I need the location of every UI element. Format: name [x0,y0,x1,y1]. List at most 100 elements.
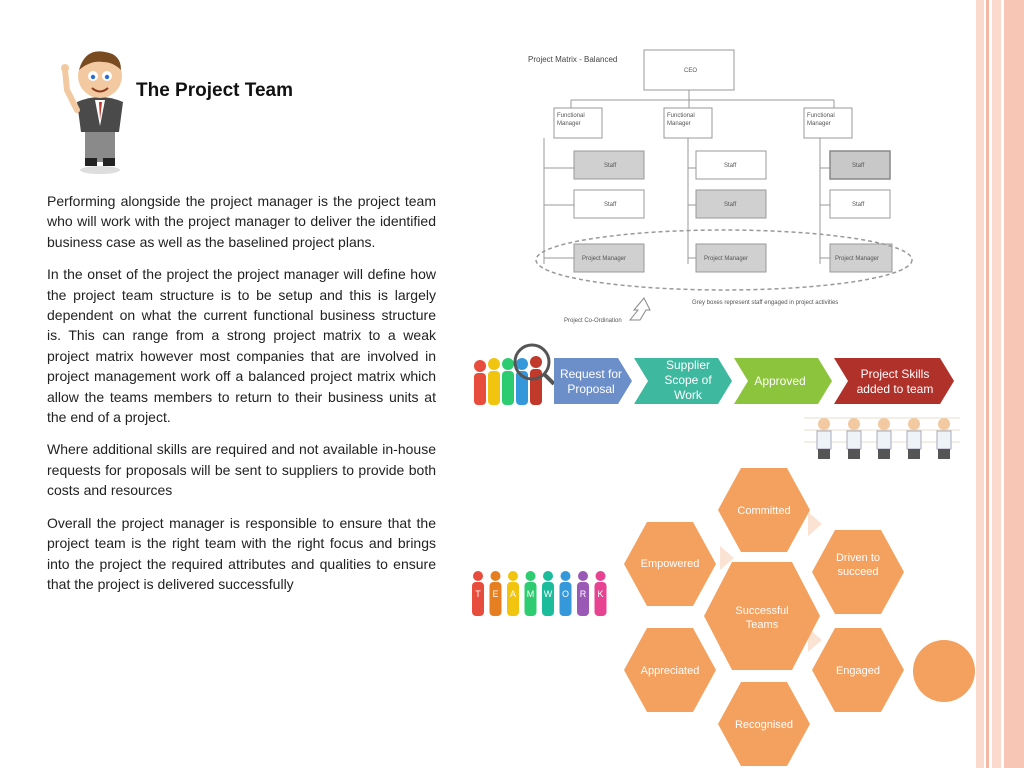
hex-recognised-label: Recognised [735,719,793,731]
staff-2-1-label: Staff [724,163,737,169]
hex-driven-label-2: succeed [838,566,879,578]
staff-box-2-1 [695,150,767,180]
teamwork-letter: W [544,589,553,599]
process-supplier-line-2: Scope of [664,373,712,387]
teamwork-person-head [490,571,501,581]
pm-box-1 [573,243,645,273]
paragraph-2: In the onset of the project the project … [47,266,436,426]
process-step-approved [734,358,832,404]
hex-driven-label-1: Driven to [836,552,880,564]
teamwork-letter: K [597,589,603,599]
border-stripe-1 [976,0,984,768]
process-supplier-line-1: Supplier [666,358,710,372]
process-step-skills [834,358,954,404]
staff-2-2-label: Staff [724,202,737,208]
ceo-label: CEO [684,68,697,74]
hex-appreciated-label: Appreciated [641,665,700,677]
paragraph-1: Performing alongside the project manager… [47,193,436,250]
fm3-line1: Functional [807,113,835,119]
teamwork-person-body [472,582,484,616]
pm-box-2 [695,243,767,273]
process-flow: Request for Proposal Supplier Scope of W… [554,358,954,404]
pm-2-label: Project Manager [704,256,748,262]
process-supplier-line-3: Work [674,388,703,402]
hexagon-engaged [812,628,904,712]
staff-3-1-label: Staff [852,163,865,169]
teamwork-letter: A [510,589,516,599]
staff-box-3-2 [829,189,891,219]
teamwork-person-body [542,582,554,616]
process-request-line-2: Proposal [567,382,614,396]
org-chart-title: Project Matrix - Balanced [528,55,617,64]
teamwork-person-body [524,582,537,616]
hexagon-successful-teams [704,562,820,670]
border-stripe-3 [992,0,1001,768]
process-request-line-1: Request for [560,367,622,381]
teamwork-letter: M [527,589,535,599]
fm1-line2: Manager [557,121,581,127]
pm-1-label: Project Manager [582,256,626,262]
process-step-supplier [634,358,732,404]
border-stripe-4 [1004,0,1024,768]
functional-manager-box-3 [803,107,853,139]
body-text: Performing alongside the project manager… [47,191,436,606]
fm1-line1: Functional [557,113,585,119]
page-title: The Project Team [136,80,293,101]
teamwork-person-body [559,582,572,616]
hexagon-appreciated [624,628,716,712]
teamwork-person-body [489,582,502,616]
hexagon-driven [812,530,904,614]
teamwork-letter: R [580,589,587,599]
process-approved-label: Approved [754,374,805,388]
teamwork-person-head [525,571,536,581]
hexagon-committed [718,468,810,552]
teamwork-person-head [543,571,553,581]
hexagon-recognised [718,682,810,766]
staff-box-3-1 [829,150,891,180]
staff-box-1-2 [573,189,645,219]
project-matrix-diagram: Project Matrix - Balanced CEO Functional… [528,49,913,324]
staff-box-2-2 [695,189,767,219]
staff-1-1-label: Staff [604,163,617,169]
process-skills-line-1: Project Skills [861,367,930,381]
teamwork-person-body [577,582,589,616]
cartoon-manager-icon [61,51,123,174]
teamwork-person-head [508,571,518,581]
teamwork-person-body [507,582,519,616]
team-search-icon [474,343,556,405]
coordination-ellipse [535,229,913,291]
hexagon-empowered [624,522,716,606]
team-members-icon [804,417,960,459]
border-stripe-2 [986,0,989,768]
teamwork-person-body [594,582,607,616]
teamwork-person-head [560,571,571,581]
process-step-request [554,358,632,404]
teamwork-person-head [473,571,483,581]
staff-1-2-label: Staff [604,202,617,208]
teamwork-letter: T [475,589,481,599]
staff-box-1-1 [573,150,645,180]
hex-engaged-label: Engaged [836,665,880,677]
teamwork-person-head [595,571,606,581]
teamwork-letter: E [492,589,498,599]
staff-3-2-label: Staff [852,202,865,208]
org-chart-note: Grey boxes represent staff engaged in pr… [692,300,838,306]
coordination-arrow-icon [628,297,651,321]
hex-committed-label: Committed [737,505,790,517]
hex-center-label-1: Successful [735,605,788,617]
fm3-line2: Manager [807,121,831,127]
coordination-label: Project Co-Ordination [564,318,622,324]
hex-empowered-label: Empowered [641,558,700,570]
paragraph-4: Overall the project manager is responsib… [47,514,436,592]
accent-circle [913,640,975,702]
ceo-box [643,49,735,91]
pm-box-3 [829,243,893,273]
hex-center-label-2: Teams [746,619,779,631]
hexagon-cluster: Committed Empowered Driven to succeed Su… [624,468,904,766]
teamwork-person-head [578,571,588,581]
functional-manager-box-2 [663,107,713,139]
paragraph-3: Where additional skills are required and… [47,441,436,499]
fm2-line1: Functional [667,113,695,119]
pm-3-label: Project Manager [835,256,879,262]
